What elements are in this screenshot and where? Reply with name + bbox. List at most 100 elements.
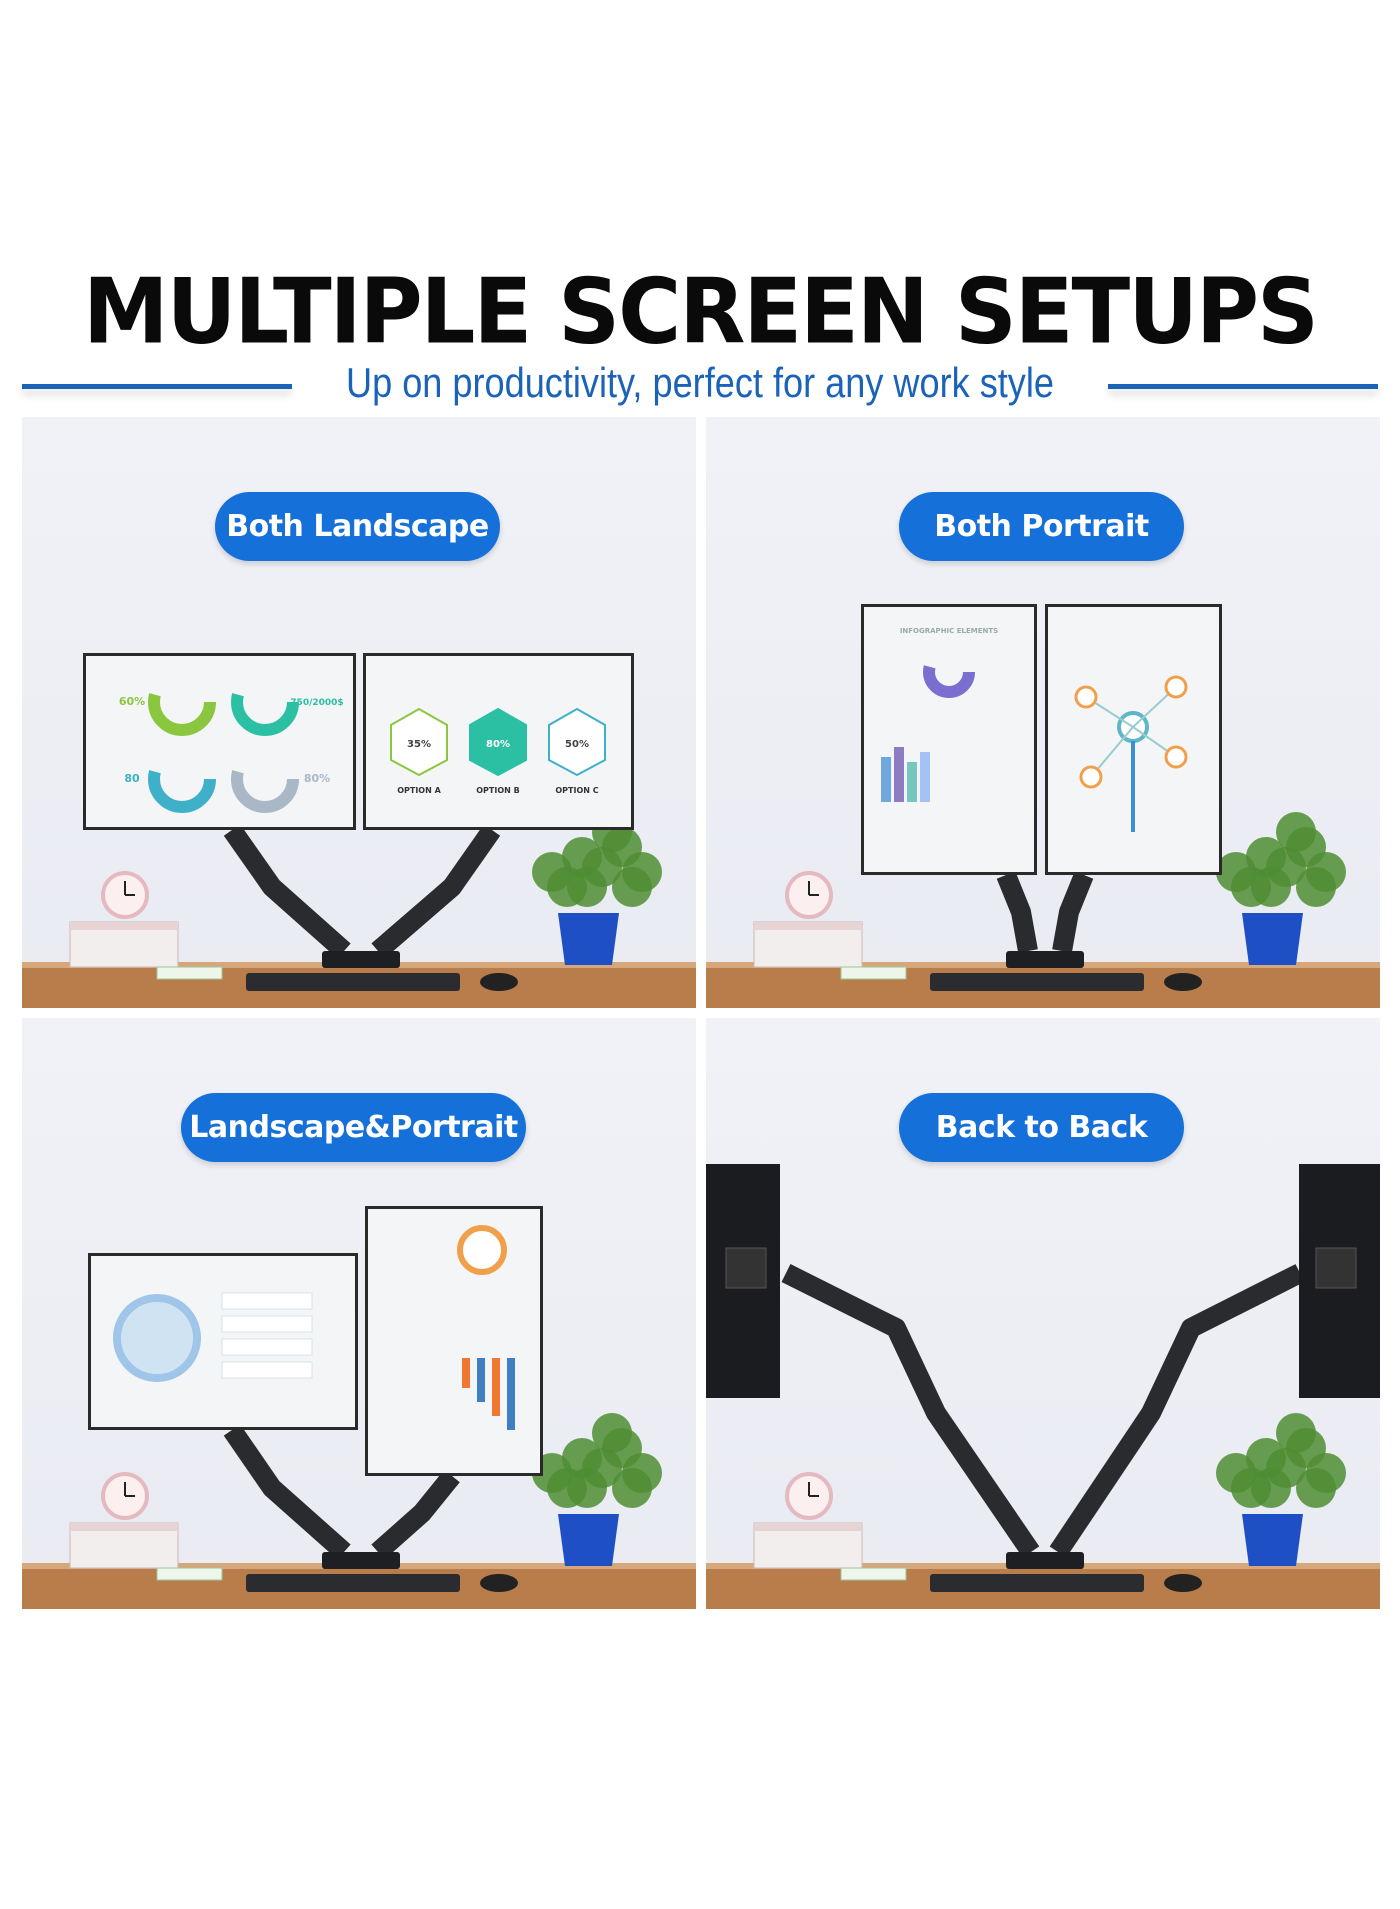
mouse: [480, 973, 518, 991]
mouse: [1164, 973, 1202, 991]
bar-graphic: [881, 757, 891, 802]
screen-text: 750/2000$: [290, 698, 343, 708]
bar-graphic: [894, 747, 904, 802]
hexagon-gauge: [390, 707, 448, 777]
title-rule-right: [1108, 384, 1378, 389]
screen-text: 60%: [119, 695, 145, 708]
mount-arm: [781, 1264, 1040, 1558]
books-top: [70, 1523, 178, 1531]
panel-landscape-portrait: Landscape&Portrait: [22, 1018, 696, 1609]
screen-text: 80%: [486, 739, 510, 750]
setup-label-pill: Both Portrait: [899, 492, 1184, 561]
plant-leaves: [612, 1468, 652, 1508]
mouse: [1164, 1574, 1202, 1592]
keyboard: [246, 1574, 460, 1592]
screen-text: 80%: [304, 772, 330, 785]
monitor-screen: [864, 607, 1034, 872]
plant-leaves: [567, 867, 607, 907]
plant-leaves: [592, 1413, 632, 1453]
mount-arm: [996, 871, 1038, 953]
monitor-screen: [86, 656, 353, 827]
screen-text: 35%: [407, 739, 431, 750]
title-rule-left: [22, 384, 292, 389]
plant-leaves: [1216, 852, 1256, 892]
node-graphic: [1074, 685, 1098, 709]
donut-chart: [148, 745, 216, 813]
setup-label-pill: Both Landscape: [215, 492, 500, 561]
donut-chart: [231, 745, 299, 813]
plant-pot: [1242, 913, 1303, 965]
notepad: [156, 966, 223, 980]
plant-leaves: [1251, 1468, 1291, 1508]
screen-text: 80: [124, 772, 140, 785]
panel-back-to-back: Back to Back: [706, 1018, 1380, 1609]
plant-pot: [558, 913, 619, 965]
screen-text: INFOGRAPHIC ELEMENTS: [900, 627, 998, 635]
scene: INFOGRAPHIC ELEMENTS: [706, 604, 1380, 1008]
list-bar: [221, 1292, 313, 1310]
plant-pot: [1242, 1514, 1303, 1566]
node-graphic: [1164, 745, 1188, 769]
bar-graphic: [920, 752, 930, 802]
mount-arm: [1052, 871, 1094, 953]
clamp-base: [1006, 951, 1084, 968]
clamp-base: [322, 1552, 400, 1569]
books-top: [754, 1523, 862, 1531]
mount-arm: [223, 1424, 351, 1560]
donut-chart: [231, 668, 299, 736]
screen-text: OPTION A: [397, 786, 441, 795]
donut-chart: [923, 646, 975, 698]
books-top: [754, 922, 862, 930]
hexagon-gauge: [548, 707, 606, 777]
bar-graphic: [507, 1358, 515, 1430]
panel-both-portrait: INFOGRAPHIC ELEMENTS Both Portrait: [706, 417, 1380, 1008]
bar-graphic: [462, 1358, 470, 1388]
plant-leaves: [1296, 867, 1336, 907]
donut-graphic: [113, 1294, 201, 1382]
bar-graphic: [477, 1358, 485, 1402]
monitor-screen: [368, 1209, 540, 1473]
screen-text: OPTION C: [555, 786, 598, 795]
plant-leaves: [1276, 812, 1316, 852]
donut-chart: [148, 668, 216, 736]
bar-graphic: [492, 1358, 500, 1416]
vesa-plate: [725, 1247, 767, 1289]
screen-text: 50%: [565, 739, 589, 750]
plant-leaves: [1276, 1413, 1316, 1453]
mount-arm: [371, 1469, 460, 1560]
setup-label-pill: Back to Back: [899, 1093, 1184, 1162]
setup-label-pill: Landscape&Portrait: [181, 1093, 526, 1162]
page-subtitle: Up on productivity, perfect for any work…: [346, 359, 1054, 406]
keyboard: [930, 1574, 1144, 1592]
bar-graphic: [907, 762, 917, 802]
mount-arm: [223, 824, 351, 959]
keyboard: [246, 973, 460, 991]
plant-leaves: [612, 867, 652, 907]
notepad: [840, 1567, 907, 1581]
mount-arm: [371, 824, 501, 959]
books-top: [70, 922, 178, 930]
notepad: [840, 966, 907, 980]
plant-leaves: [567, 1468, 607, 1508]
clamp-base: [322, 951, 400, 968]
list-bar: [221, 1315, 313, 1333]
node-graphic: [1079, 765, 1103, 789]
plant-leaves: [1296, 1468, 1336, 1508]
keyboard: [930, 973, 1144, 991]
clamp-base: [1006, 1552, 1084, 1569]
hexagon-gauge: [469, 707, 527, 777]
pie-graphic: [457, 1225, 507, 1275]
mouse: [480, 1574, 518, 1592]
plant-leaves: [532, 852, 572, 892]
mount-arm: [1049, 1264, 1305, 1558]
plant-leaves: [1251, 867, 1291, 907]
plant-leaves: [1216, 1453, 1256, 1493]
plant-pot: [558, 1514, 619, 1566]
scene: [22, 1206, 696, 1609]
vesa-plate: [1315, 1247, 1357, 1289]
scene: [706, 1164, 1380, 1609]
list-bar: [221, 1361, 313, 1379]
page-title: MULTIPLE SCREEN SETUPS: [83, 259, 1319, 365]
